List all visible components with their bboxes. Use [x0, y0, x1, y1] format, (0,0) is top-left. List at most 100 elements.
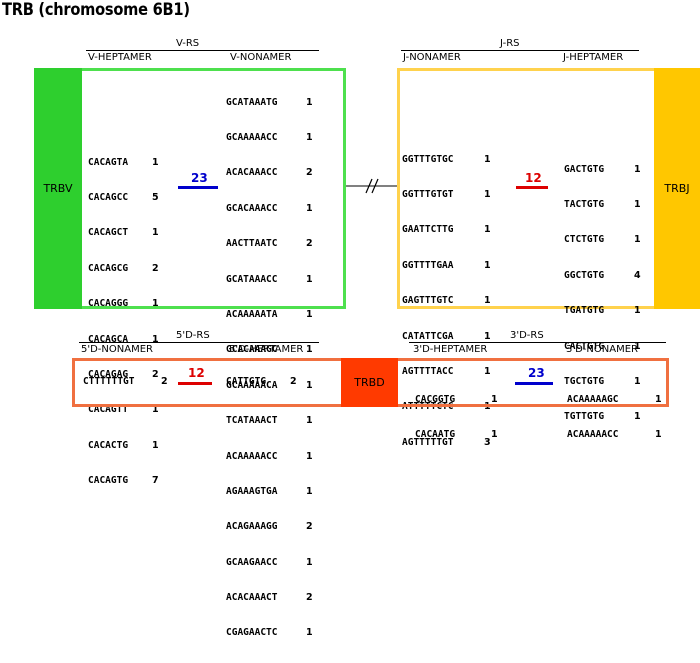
j-nonamer-seq: GGTTTGTGT: [402, 188, 454, 200]
v-spacer-bar: [178, 186, 218, 189]
v-heptamer-count: 2: [152, 262, 159, 274]
jrs-group-line: [401, 50, 639, 51]
j-heptamer-count: 1: [634, 340, 641, 352]
v-nonamer-seq: GCATAAACC: [226, 273, 278, 285]
v-heptamer-seq: CACAGCG: [88, 262, 129, 274]
v-heptamer-counts: 1 5 1 2 1 1 2 1 1 7: [152, 133, 165, 511]
d3-heptamer-count: 1: [491, 393, 498, 405]
d3-nonamer-header: 3'D-NONAMER: [566, 344, 638, 355]
d5-nonamer-count: 2: [161, 376, 168, 387]
j-heptamer-count: 1: [634, 234, 641, 246]
d5-heptamer-header: 5'D-HEPTAMER: [229, 344, 304, 355]
v-nonamer-count: 2: [306, 167, 313, 179]
v-heptamer-count: 1: [152, 439, 159, 451]
j-nonamer-seq: GAGTTTGTC: [402, 295, 454, 307]
d3-heptamer-header: 3'D-HEPTAMER: [413, 344, 488, 355]
j-heptamer-seq: CACTGTG: [564, 340, 605, 352]
j-nonamer-count: 1: [484, 295, 491, 307]
j-nonamer-count: 1: [484, 188, 491, 200]
d3-group-label: 3'D-RS: [510, 330, 544, 341]
v-nonamer-header: V-NONAMER: [230, 52, 292, 63]
d3-spacer-length: 23: [528, 366, 545, 380]
j-nonamer-seq: GGTTTTGAA: [402, 259, 454, 271]
v-heptamer-count: 5: [152, 191, 159, 203]
v-nonamer-seq: AGAAAGTGA: [226, 485, 278, 497]
v-nonamer-count: 1: [306, 273, 313, 285]
v-nonamer-count: 1: [306, 96, 313, 108]
d5-group-line: [79, 342, 319, 343]
v-heptamer-seq: CACAGTA: [88, 156, 129, 168]
v-heptamer-count: 1: [152, 227, 159, 239]
v-nonamer-count: 1: [306, 131, 313, 143]
v-nonamer-count: 1: [306, 202, 313, 214]
j-heptamer-seq: TACTGTG: [564, 198, 605, 210]
j-nonamer-count: 1: [484, 153, 491, 165]
v-nonamer-seq: GCAAGAACC: [226, 556, 278, 568]
v-nonamer-count: 1: [306, 415, 313, 427]
v-nonamer-count: 1: [306, 308, 313, 320]
v-nonamer-count: 2: [306, 238, 313, 250]
v-nonamer-seq: GCACAAAGC: [226, 344, 278, 356]
j-nonamer-seq: GAATTCTTG: [402, 224, 454, 236]
v-heptamer-count: 1: [152, 333, 159, 345]
j-spacer-length: 12: [525, 171, 542, 185]
v-heptamer-header: V-HEPTAMER: [88, 52, 152, 63]
d3-nonamer-seq: ACAAAAACC: [567, 428, 619, 440]
v-nonamer-seq: GCATAAATG: [226, 96, 278, 108]
d3-heptamer-seq: CACAATG: [415, 428, 456, 440]
j-nonamer-count: 1: [484, 224, 491, 236]
v-nonamer-seq: ACACAAACT: [226, 592, 278, 604]
v-nonamer-seq: TCATAAACT: [226, 415, 278, 427]
j-heptamer-count: 1: [634, 411, 641, 423]
d3-heptamer-counts: 1 1: [491, 370, 504, 464]
v-nonamer-seq: ACAGAAAGG: [226, 521, 278, 533]
d3-group-line: [409, 342, 666, 343]
j-nonamer-seq: GGTTTGTGC: [402, 153, 454, 165]
d5-heptamer-count: 2: [290, 376, 297, 387]
d3-heptamer-seqs: CACGGTG CACAATG: [415, 370, 455, 464]
j-nonamer-count: 1: [484, 259, 491, 271]
v-nonamer-seq: GCACAAACC: [226, 202, 278, 214]
break-slash: [365, 178, 373, 194]
j-heptamer-count: 1: [634, 305, 641, 317]
trbj-label: TRBJ: [664, 182, 690, 195]
v-nonamer-count: 1: [306, 379, 313, 391]
v-nonamer-seq: ACAAAAACC: [226, 450, 278, 462]
page-title: TRB (chromosome 6B1): [2, 0, 190, 20]
d3-heptamer-seq: CACGGTG: [415, 393, 456, 405]
trbd-label: TRBD: [354, 376, 385, 389]
v-heptamer-seq: CACAGCT: [88, 227, 129, 239]
v-heptamer-count: 2: [152, 368, 159, 380]
v-nonamer-count: 2: [306, 521, 313, 533]
j-spacer-bar: [516, 186, 548, 189]
j-nonamer-header: J-NONAMER: [403, 52, 461, 63]
v-heptamer-seq: CACAGCA: [88, 333, 129, 345]
v-nonamer-count: 1: [306, 485, 313, 497]
v-heptamer-seq: CACAGAG: [88, 368, 129, 380]
d5-nonamer-seq: CTTTTTTGT: [83, 376, 135, 387]
v-heptamer-seq: CACAGTG: [88, 475, 129, 487]
j-nonamer-count: 1: [484, 365, 491, 377]
v-heptamer-count: 7: [152, 475, 159, 487]
v-heptamer-seq: CACAGGG: [88, 298, 129, 310]
v-heptamer-seqs: CACAGTA CACAGCC CACAGCT CACAGCG CACAGGG …: [88, 133, 128, 511]
chromosome-break-icon: [346, 178, 398, 194]
d3-spacer-bar: [515, 382, 553, 385]
d3-heptamer-count: 1: [491, 428, 498, 440]
j-heptamer-count: 1: [634, 375, 641, 387]
j-nonamer-count: 1: [484, 330, 491, 342]
v-nonamer-seq: GCAAAAACC: [226, 131, 278, 143]
d3-nonamer-counts: 1 1: [655, 370, 668, 464]
j-heptamer-seq: GGCTGTG: [564, 269, 605, 281]
v-nonamer-count: 1: [306, 450, 313, 462]
v-nonamer-count: 1: [306, 344, 313, 356]
j-nonamer-seq: AGTTTTACC: [402, 365, 454, 377]
d5-spacer-bar: [178, 382, 212, 385]
trbj-gene-block: TRBJ: [654, 68, 700, 309]
j-heptamer-seq: TGATGTG: [564, 305, 605, 317]
v-spacer-length: 23: [191, 171, 208, 185]
trbv-label: TRBV: [43, 182, 73, 195]
j-heptamer-count: 1: [634, 198, 641, 210]
j-heptamer-count: 4: [634, 269, 641, 281]
v-nonamer-count: 2: [306, 592, 313, 604]
